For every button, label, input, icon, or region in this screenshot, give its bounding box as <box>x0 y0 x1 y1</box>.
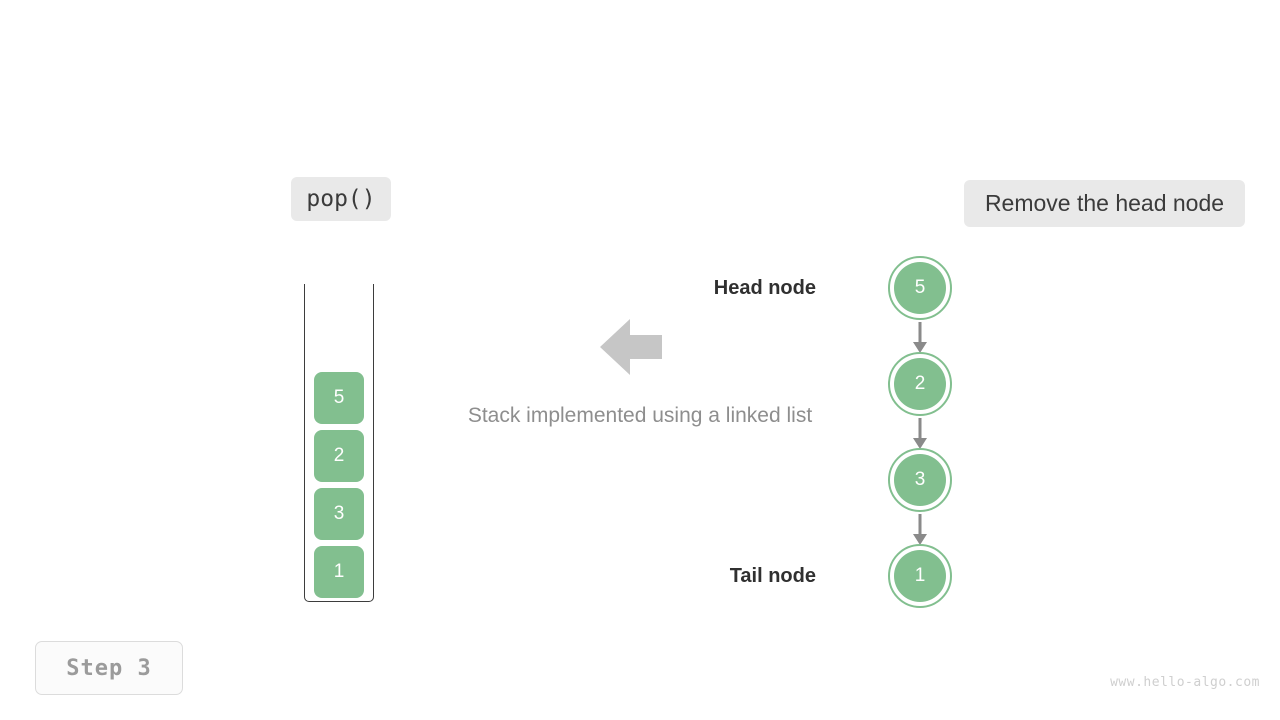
watermark: www.hello-algo.com <box>1110 675 1260 690</box>
node-value: 2 <box>894 358 946 410</box>
linked-list-visualization: 5 2 3 1 <box>888 256 952 608</box>
stack-item: 1 <box>314 546 364 598</box>
stack-item: 5 <box>314 372 364 424</box>
operation-badge: pop() <box>291 177 391 221</box>
stack-container <box>304 284 374 602</box>
step-indicator: Step 3 <box>35 641 183 695</box>
node-value: 1 <box>894 550 946 602</box>
tail-node-label: Tail node <box>729 565 816 587</box>
head-node-label: Head node <box>713 277 816 299</box>
linked-list-node-head: 5 <box>888 256 952 320</box>
node-value: 3 <box>894 454 946 506</box>
stack-item-list: 5 2 3 1 <box>304 364 374 602</box>
node-value: 5 <box>894 262 946 314</box>
linked-list-node-tail: 1 <box>888 544 952 608</box>
link-arrow-down-icon <box>911 514 929 546</box>
stack-item: 3 <box>314 488 364 540</box>
center-caption: Stack implemented using a linked list <box>467 404 813 427</box>
arrow-left-icon <box>600 318 662 376</box>
action-badge: Remove the head node <box>964 180 1245 227</box>
linked-list-node: 2 <box>888 352 952 416</box>
link-arrow-down-icon <box>911 322 929 354</box>
stack-item: 2 <box>314 430 364 482</box>
link-arrow-down-icon <box>911 418 929 450</box>
linked-list-node: 3 <box>888 448 952 512</box>
